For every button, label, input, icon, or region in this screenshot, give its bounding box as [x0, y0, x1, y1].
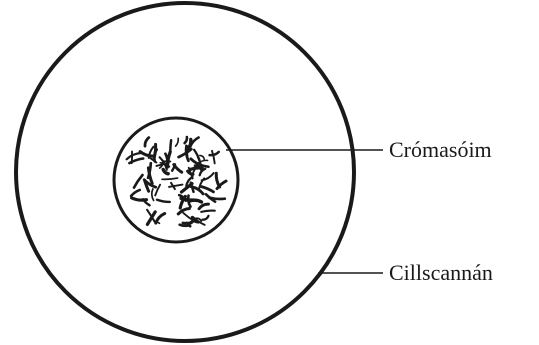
chromosome-strand	[157, 200, 170, 202]
chromosome-strand	[145, 138, 149, 147]
chromosome-strand	[131, 190, 140, 196]
chromosome-strand	[210, 152, 219, 155]
chromosome-strand	[154, 150, 156, 162]
chromosome-strand	[212, 151, 215, 164]
chromosome-strand	[152, 189, 154, 201]
cell-membrane	[16, 3, 354, 341]
chromosome-strand	[176, 138, 179, 146]
chromosome-strand	[140, 152, 153, 157]
chromosome-strand	[185, 137, 187, 143]
chromosome-strand	[216, 173, 219, 187]
chromosome-strand	[191, 159, 204, 166]
chromosome-strand	[180, 225, 189, 226]
chromosome-strand	[190, 168, 202, 170]
chromosome-strand	[203, 216, 209, 220]
chromosome-strand	[170, 140, 171, 153]
chromosome-strand	[202, 173, 214, 180]
chromosomes-label: Crómasóim	[389, 139, 492, 161]
chromosome-strand	[201, 187, 213, 192]
chromosome-strand	[201, 211, 215, 212]
chromosome-cluster	[127, 137, 227, 226]
chromosome-strand	[162, 178, 178, 179]
chromosome-strand	[134, 175, 143, 188]
chromosome-strand	[199, 204, 208, 209]
chromosome-strand	[200, 155, 204, 159]
nucleus	[114, 118, 238, 242]
chromosome-strand	[181, 198, 194, 200]
cell-membrane-label: Cillscannán	[389, 262, 493, 284]
chromosome-strand	[169, 185, 183, 187]
